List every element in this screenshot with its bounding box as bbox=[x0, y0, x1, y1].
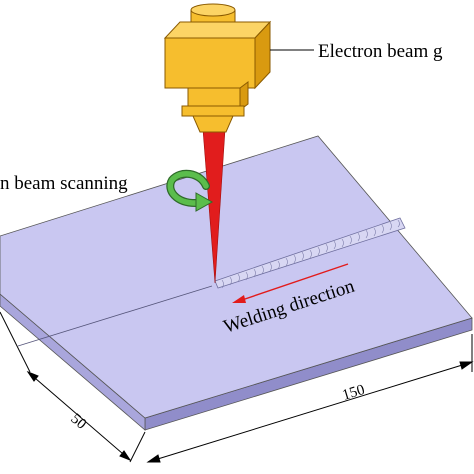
welding-direction-arrow bbox=[232, 263, 349, 303]
joint-line bbox=[17, 285, 213, 347]
dimension-width bbox=[0, 311, 146, 463]
scanning-rotation-arrow-icon bbox=[166, 169, 214, 212]
workpiece-plate bbox=[0, 135, 473, 431]
length-dimension-label: 150 bbox=[340, 382, 366, 404]
electron-beam-gun bbox=[163, 3, 272, 133]
width-dimension-label: 50 bbox=[67, 411, 89, 433]
weld-bead bbox=[214, 217, 406, 289]
weld-ripples bbox=[221, 219, 400, 289]
beam-scanning-label: n beam scanning bbox=[0, 173, 128, 194]
gun-label: Electron beam g bbox=[318, 41, 443, 62]
dimension-length bbox=[146, 334, 474, 463]
